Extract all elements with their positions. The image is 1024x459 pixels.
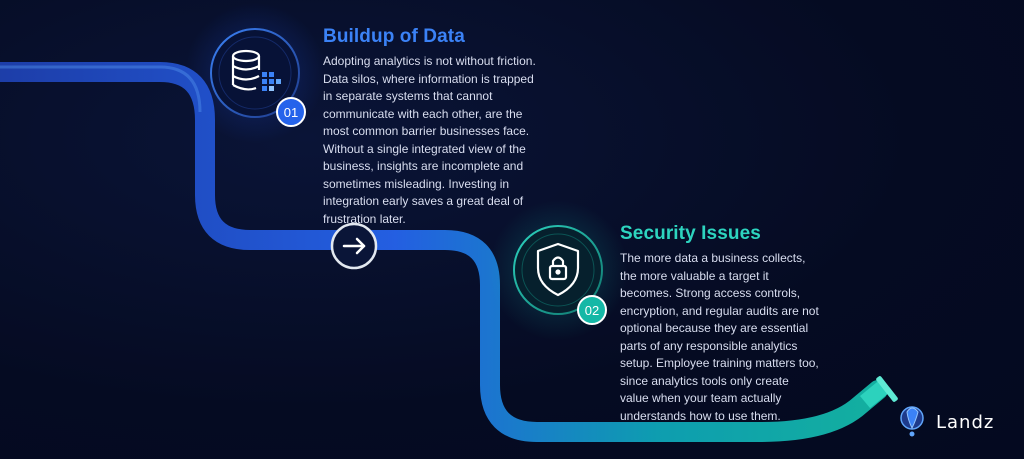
step-2-icon-circle: 02 (513, 225, 607, 325)
step-2-title: Security Issues (620, 223, 761, 244)
brand-name: Landz (936, 412, 995, 433)
step-1-number: 01 (284, 105, 298, 120)
step-1-title: Buildup of Data (323, 26, 465, 47)
database-icon (231, 49, 261, 91)
arrow-right-icon (342, 237, 366, 255)
landz-logo-icon (900, 406, 924, 437)
step-2-number: 02 (585, 303, 599, 318)
step-2-description: The more data a business collects, the m… (620, 251, 819, 423)
pipe-outlet (860, 376, 898, 408)
step-1-description: Adopting analytics is not without fricti… (323, 54, 536, 226)
arrow-node (330, 222, 378, 270)
shield-lock-icon (536, 242, 580, 297)
step-1-icon-circle: 01 (210, 28, 306, 127)
